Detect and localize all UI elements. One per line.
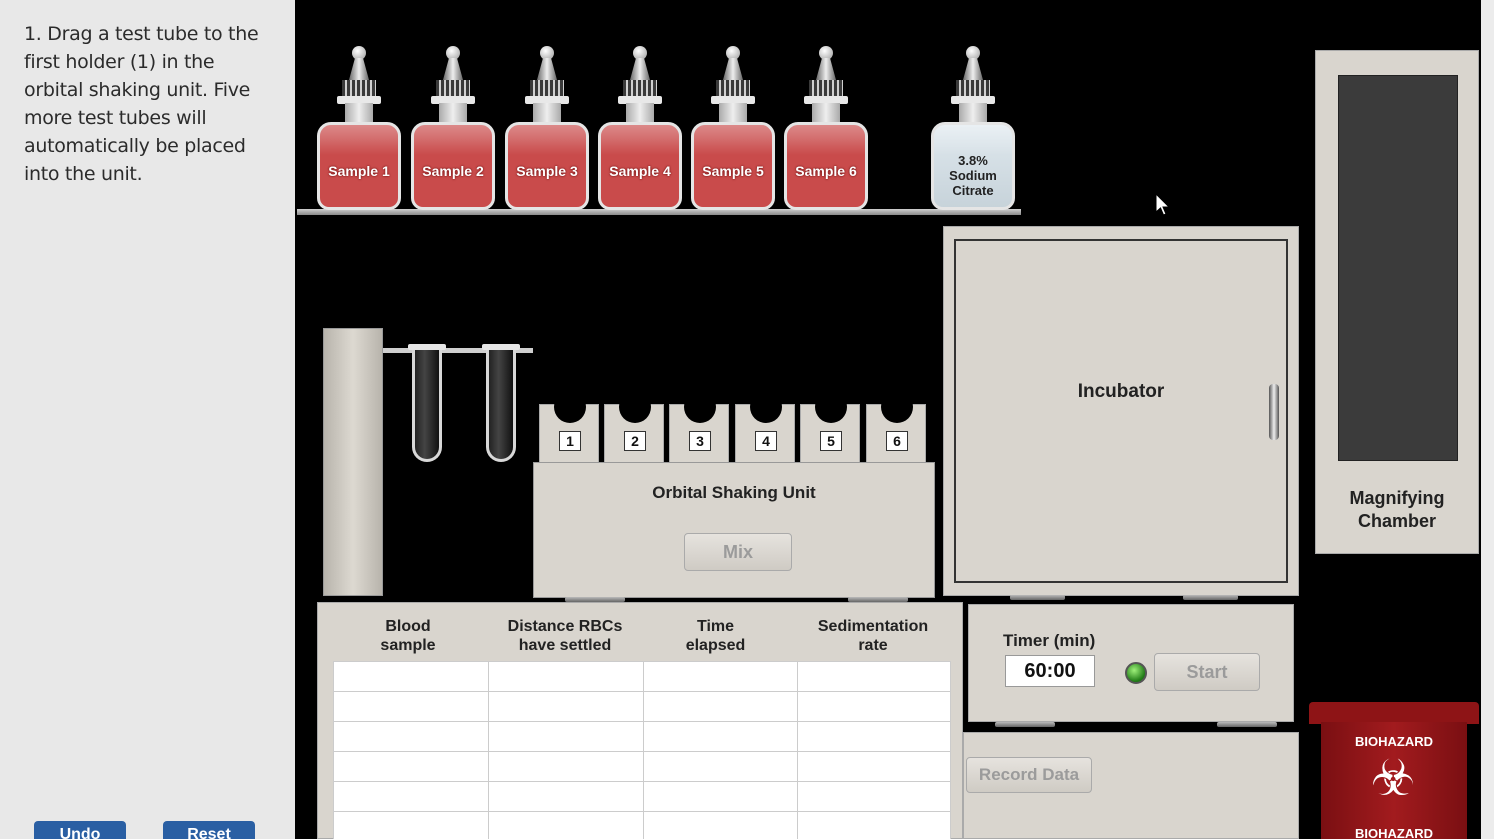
magnifier-title: Magnifying Chamber xyxy=(1349,488,1445,531)
shaker-holder-3[interactable]: 3 xyxy=(669,391,729,464)
sodium-citrate-bottle[interactable]: 3.8% Sodium Citrate xyxy=(927,46,1019,212)
incubator[interactable]: Incubator xyxy=(943,226,1299,596)
table-row xyxy=(333,661,951,692)
incubator-door[interactable]: Incubator xyxy=(954,239,1288,583)
biohazard-label-top: BIOHAZARD xyxy=(1355,734,1433,749)
shaker-holder-6[interactable]: 6 xyxy=(866,391,926,464)
mix-button[interactable]: Mix xyxy=(684,533,792,571)
bottle-label: Sample 1 xyxy=(328,163,390,179)
lab-workspace: Sample 1 Sample 2 Sample 3 Sample 4 Samp… xyxy=(295,0,1481,839)
magnifying-chamber[interactable]: Magnifying Chamber xyxy=(1315,50,1479,554)
magnifier-screen xyxy=(1338,75,1458,461)
sample-bottle-4[interactable]: Sample 4 xyxy=(594,46,686,212)
table-row xyxy=(333,751,951,782)
sample-bottle-1[interactable]: Sample 1 xyxy=(313,46,405,212)
start-button[interactable]: Start xyxy=(1154,653,1260,691)
instruction-text: 1. Drag a test tube to the first holder … xyxy=(24,23,259,185)
bottle-label: Sample 3 xyxy=(516,163,578,179)
incubator-title: Incubator xyxy=(1077,381,1165,402)
shaker-holder-5[interactable]: 5 xyxy=(800,391,860,464)
bottle-label: Sample 6 xyxy=(795,163,857,179)
orbital-shaking-unit: Orbital Shaking Unit Mix xyxy=(533,462,935,598)
citrate-label: 3.8% Sodium Citrate xyxy=(949,153,997,198)
table-row xyxy=(333,781,951,812)
record-data-button[interactable]: Record Data xyxy=(966,757,1092,793)
biohazard-icon: ☣ xyxy=(1370,750,1416,806)
mouse-cursor-icon xyxy=(1155,193,1171,216)
biohazard-label-bottom: BIOHAZARD xyxy=(1355,826,1433,839)
timer-status-led-icon xyxy=(1125,662,1147,684)
sample-bottle-3[interactable]: Sample 3 xyxy=(501,46,593,212)
biohazard-bin[interactable]: BIOHAZARD ☣ BIOHAZARD xyxy=(1321,722,1467,839)
test-tube-rack xyxy=(323,328,383,596)
reset-button[interactable]: Reset xyxy=(163,821,255,839)
timer-label: Timer (min) xyxy=(1003,631,1096,650)
bottle-label: Sample 4 xyxy=(609,163,671,179)
shaker-holder-1[interactable]: 1 xyxy=(539,391,599,464)
rack-bar xyxy=(383,348,533,353)
shaker-holder-4[interactable]: 4 xyxy=(735,391,795,464)
test-tube-2[interactable] xyxy=(482,344,520,464)
timer-display: 60:00 xyxy=(1005,655,1095,687)
test-tube-1[interactable] xyxy=(408,344,446,464)
bottle-label: Sample 5 xyxy=(702,163,764,179)
shaker-holder-2[interactable]: 2 xyxy=(604,391,664,464)
undo-button[interactable]: Undo xyxy=(34,821,126,839)
sample-bottle-5[interactable]: Sample 5 xyxy=(687,46,779,212)
incubator-handle[interactable] xyxy=(1269,384,1279,440)
bottle-label: Sample 2 xyxy=(422,163,484,179)
table-row xyxy=(333,811,951,839)
table-row xyxy=(333,691,951,722)
sample-bottle-2[interactable]: Sample 2 xyxy=(407,46,499,212)
shaker-title: Orbital Shaking Unit xyxy=(652,483,816,502)
record-panel: Record Data xyxy=(963,732,1299,839)
sample-bottle-6[interactable]: Sample 6 xyxy=(780,46,872,212)
right-edge xyxy=(1481,0,1494,839)
instruction-panel: 1. Drag a test tube to the first holder … xyxy=(0,0,295,839)
results-grid xyxy=(333,661,951,839)
timer-panel: Timer (min) 60:00 Start xyxy=(968,604,1294,722)
table-row xyxy=(333,721,951,752)
biohazard-bin-lid[interactable] xyxy=(1309,702,1479,724)
bottle-shelf xyxy=(297,209,1021,215)
